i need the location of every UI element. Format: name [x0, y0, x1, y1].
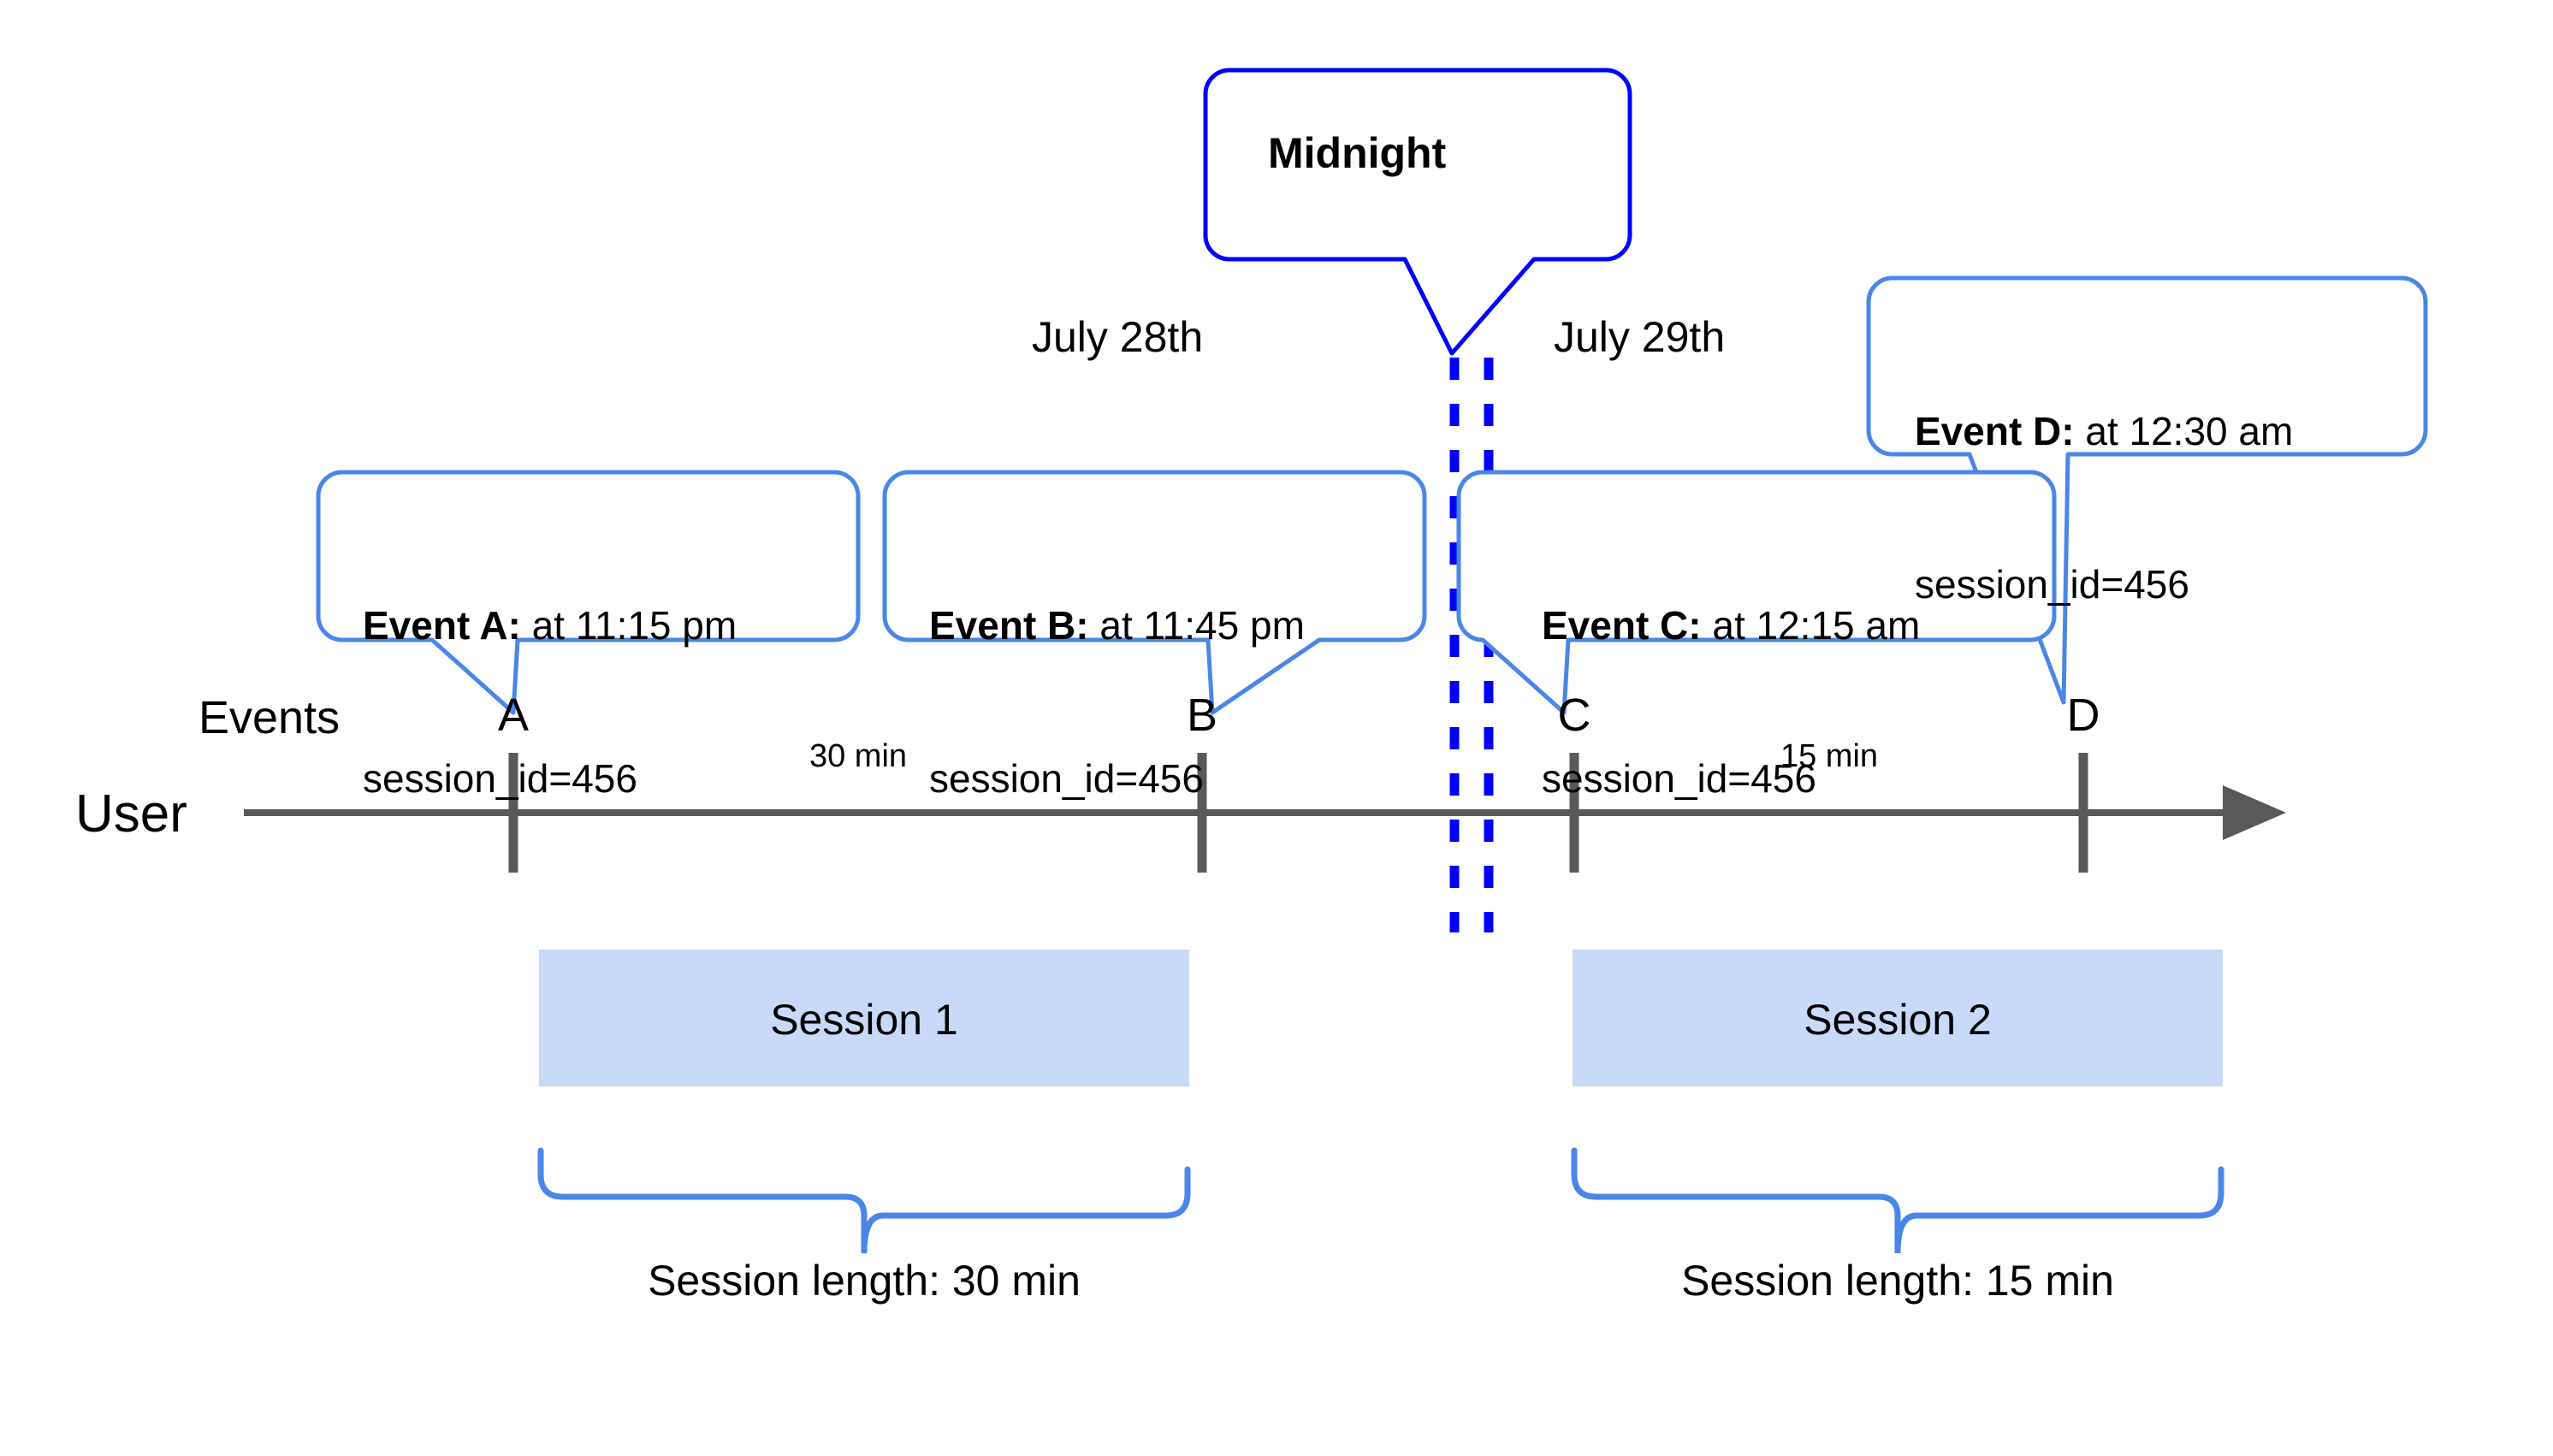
node-label-c: C — [1557, 690, 1591, 741]
session-1-label: Session 1 — [770, 996, 958, 1044]
event-d-time: at 12:30 am — [2074, 408, 2294, 453]
date-label-july-28: July 28th — [1032, 313, 1204, 361]
session-1-length-label: Session length: 30 min — [648, 1257, 1081, 1305]
event-d-callout-text: Event D: at 12:30 am session_id=456 — [1915, 304, 2293, 713]
event-c-callout-text: Event C: at 12:15 am session_id=456 — [1542, 498, 1920, 907]
node-label-b: B — [1186, 690, 1218, 741]
duration-label-cd: 15 min — [1780, 738, 1879, 774]
event-d-session: session_id=456 — [1915, 561, 2189, 607]
event-a-session: session_id=456 — [363, 755, 637, 801]
event-c-title: Event C: — [1542, 602, 1702, 648]
session-1-box — [539, 950, 1189, 1086]
midnight-dashed-lines — [1449, 358, 1494, 932]
events-row-label: Events — [198, 692, 341, 743]
date-label-july-29: July 29th — [1554, 313, 1726, 361]
event-a-time: at 11:15 pm — [520, 602, 737, 648]
session-2-brace — [1571, 1147, 2224, 1254]
event-b-time: at 11:45 pm — [1088, 602, 1305, 648]
event-a-callout-text: Event A: at 11:15 pm session_id=456 — [363, 498, 737, 907]
event-c-callout-shape — [1456, 470, 2057, 715]
midnight-label: Midnight — [1268, 129, 1447, 177]
session-2-label: Session 2 — [1804, 996, 1992, 1044]
duration-label-ab: 30 min — [809, 738, 908, 774]
timeline-axis — [244, 785, 2286, 840]
session-1-brace — [537, 1147, 1191, 1254]
user-row-label: User — [75, 784, 187, 843]
event-a-title: Event A: — [363, 602, 521, 648]
node-label-a: A — [497, 690, 530, 741]
event-b-title: Event B: — [929, 602, 1089, 648]
session-2-length-label: Session length: 15 min — [1681, 1257, 2114, 1305]
session-2-box — [1573, 950, 2223, 1086]
event-d-title: Event D: — [1915, 408, 2075, 453]
node-label-d: D — [2066, 690, 2100, 741]
event-d-callout-shape — [1866, 275, 2428, 705]
event-b-session: session_id=456 — [929, 755, 1204, 801]
timeline-ticks — [508, 753, 2088, 873]
event-b-callout-shape — [882, 470, 1427, 715]
event-b-callout-text: Event B: at 11:45 pm session_id=456 — [929, 498, 1305, 907]
event-c-session: session_id=456 — [1542, 755, 1816, 801]
event-c-time: at 12:15 am — [1701, 602, 1921, 648]
event-a-callout-shape — [316, 470, 861, 715]
midnight-callout-shape — [1203, 68, 1632, 356]
